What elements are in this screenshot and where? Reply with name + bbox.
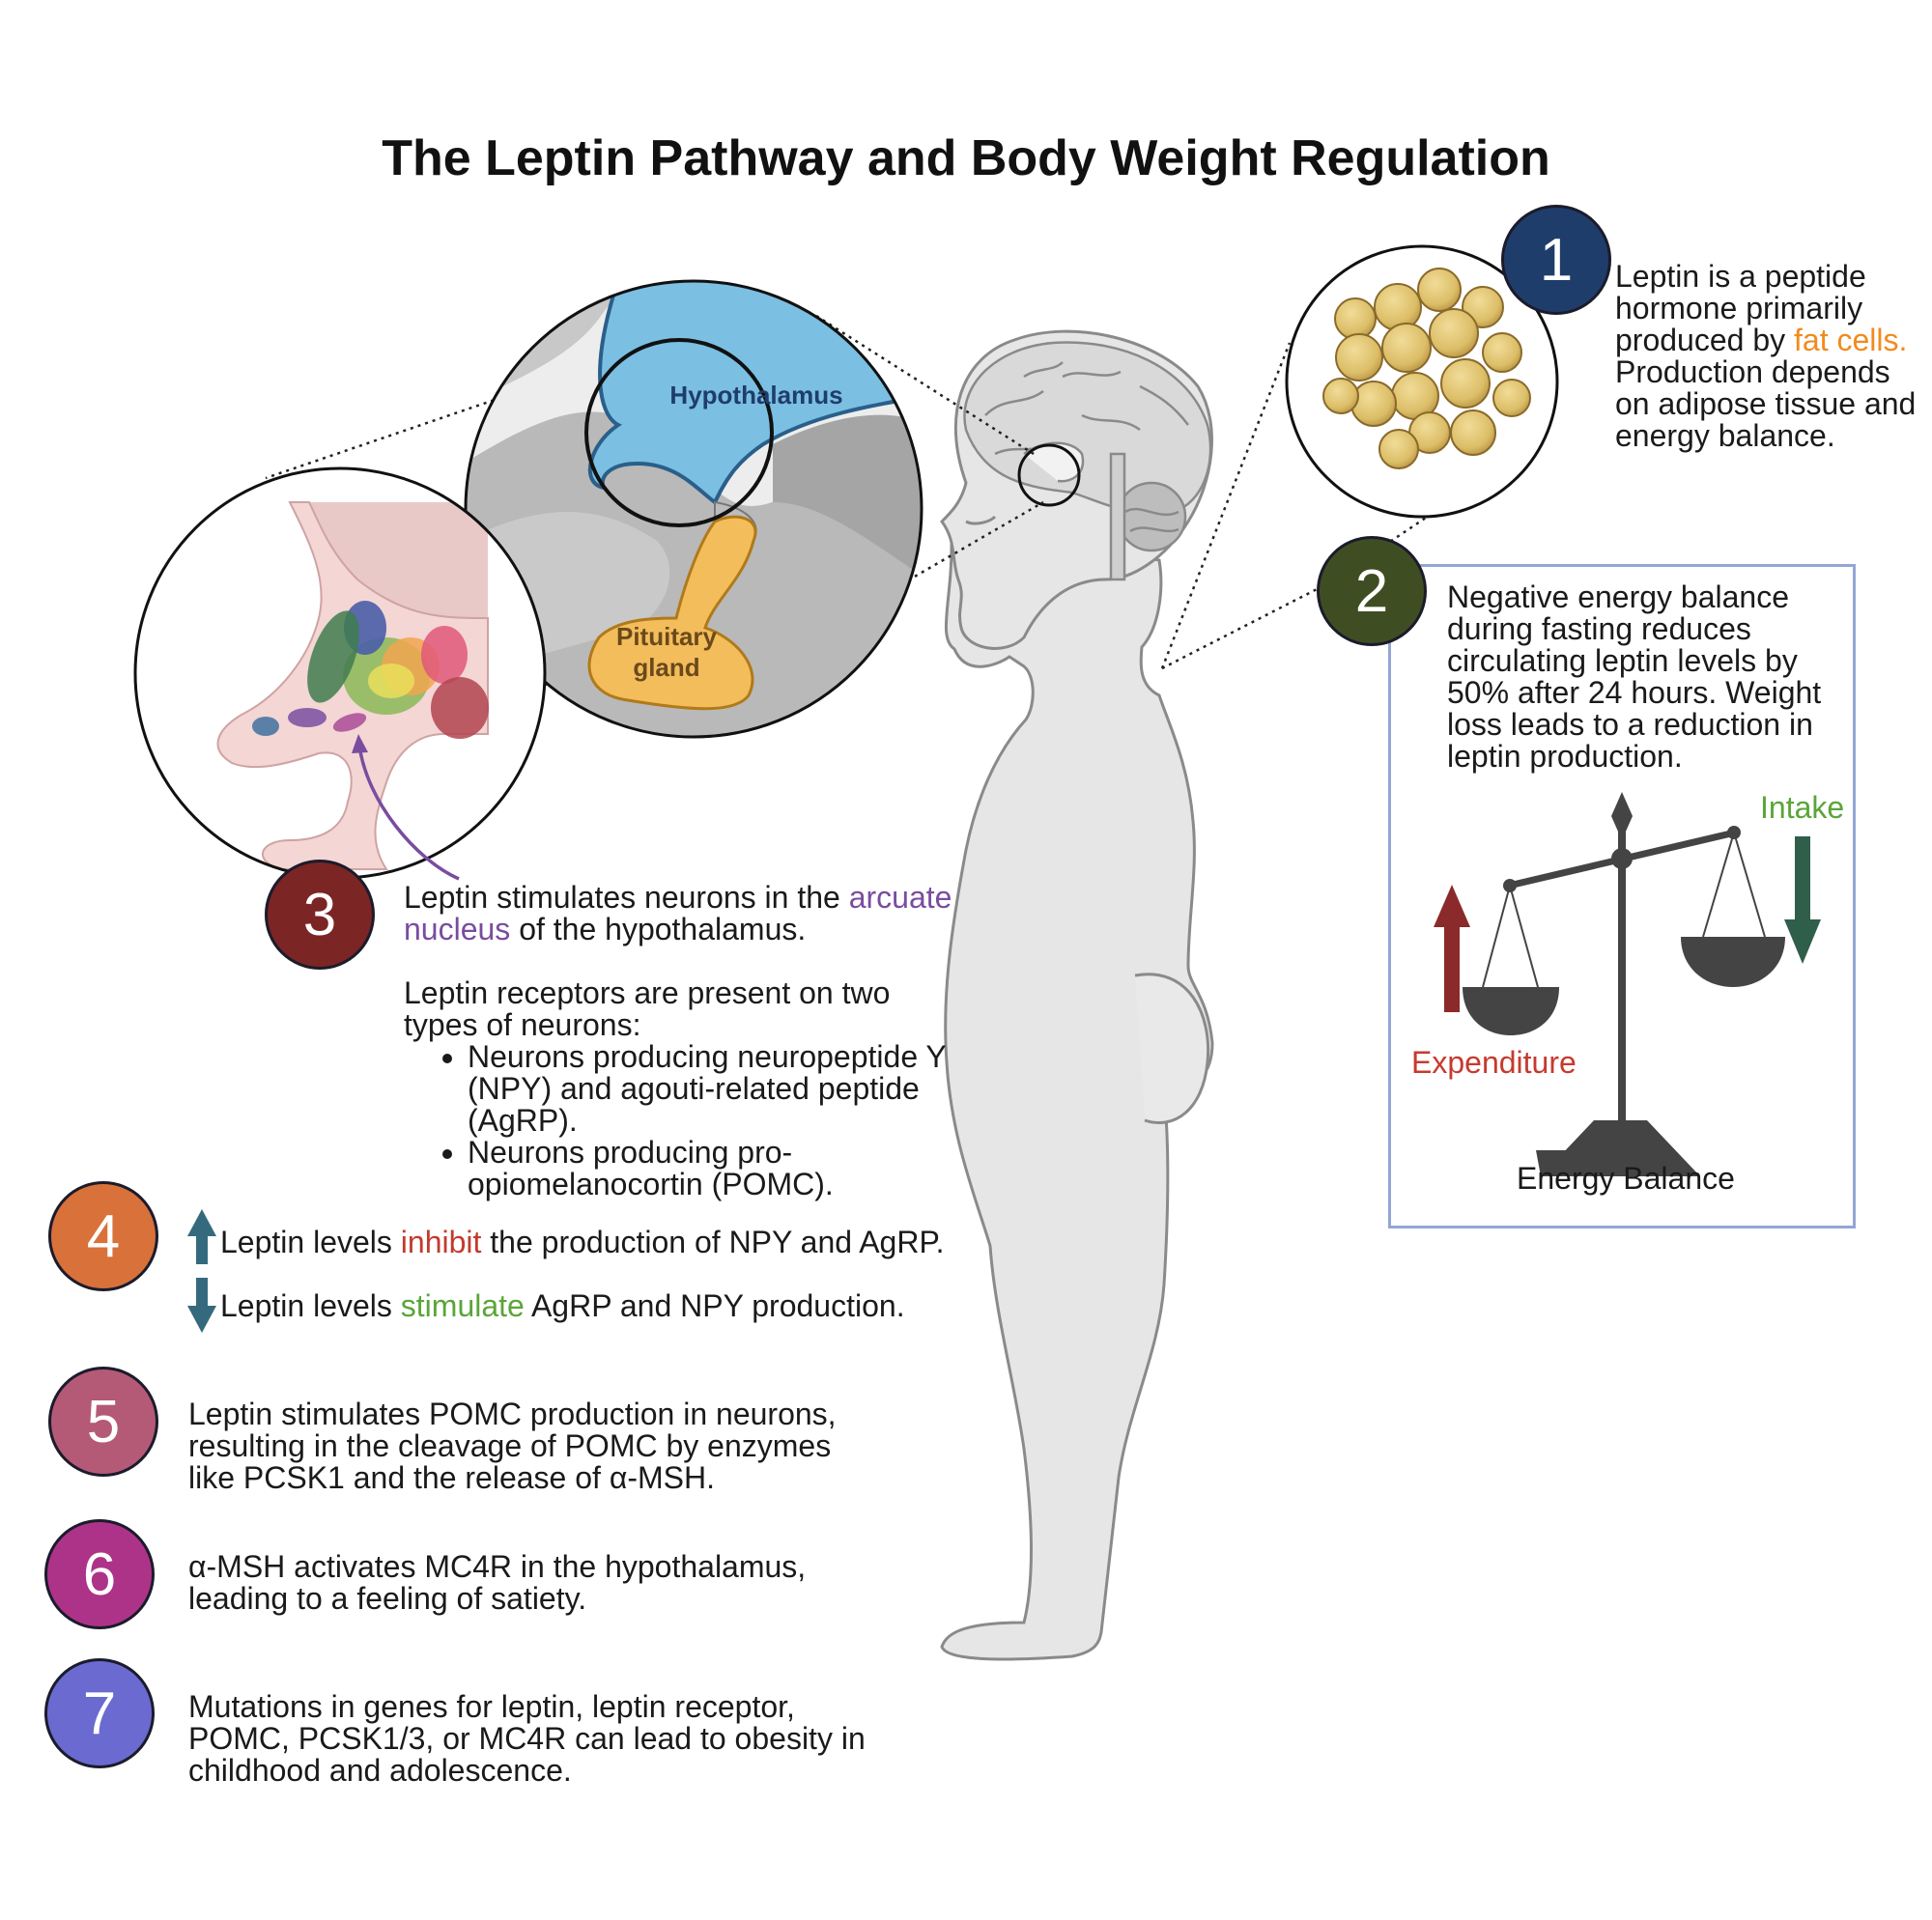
step-7-badge: 7: [44, 1658, 155, 1768]
brain-focus-circle: [1017, 443, 1081, 507]
step-2-text: Negative energy balance during fasting r…: [1447, 579, 1822, 774]
pituitary-label-line2: gland: [633, 653, 699, 682]
step-7-number: 7: [82, 1680, 117, 1747]
step-5-badge: 5: [48, 1367, 158, 1477]
arrow-up-icon: [187, 1209, 216, 1264]
step-2-number: 2: [1354, 557, 1389, 625]
stimulate-highlight: stimulate: [400, 1288, 525, 1323]
step-1-text-a: Leptin is a peptide hormone primarily pr…: [1615, 259, 1866, 357]
neuron-type-item: Neurons producing pro-opiomelanocortin (…: [468, 1137, 970, 1200]
balance-scale: [1434, 792, 1821, 1176]
step-4-badge: 4: [48, 1181, 158, 1291]
step-1-text: Leptin is a peptide hormone primarily pr…: [1615, 261, 1929, 452]
step-6-badge: 6: [44, 1519, 155, 1629]
inhibit-highlight: inhibit: [400, 1225, 482, 1259]
page-title: The Leptin Pathway and Body Weight Regul…: [382, 130, 1550, 186]
step-4-line1-b: the production of NPY and AgRP.: [481, 1225, 945, 1259]
step-4-line2-b: AgRP and NPY production.: [524, 1288, 905, 1323]
step-4-line1-a: Leptin levels: [220, 1225, 401, 1259]
neuron-type-list: Neurons producing neuropeptide Y (NPY) a…: [404, 1041, 970, 1200]
energy-balance-caption: Energy Balance: [1517, 1161, 1735, 1196]
step-3-line1: Leptin stimulates neurons in the arcuate…: [404, 882, 964, 946]
step-5-text: Leptin stimulates POMC production in neu…: [188, 1397, 837, 1495]
step-3-badge: 3: [265, 860, 375, 970]
step-7-text: Mutations in genes for leptin, leptin re…: [188, 1689, 866, 1788]
expenditure-label: Expenditure: [1411, 1045, 1577, 1080]
arrow-down-icon: [187, 1278, 216, 1333]
adipocytes: [1322, 268, 1531, 469]
step-2-badge: 2: [1317, 536, 1427, 646]
hypothalamus-label: Hypothalamus: [669, 381, 842, 409]
step-4-line2: Leptin levels stimulate AgRP and NPY pro…: [220, 1290, 905, 1322]
fat-cells-highlight: fat cells.: [1794, 323, 1908, 357]
step-3-text-b: of the hypothalamus.: [510, 912, 807, 946]
step-5-number: 5: [86, 1388, 121, 1455]
step-4-number: 4: [86, 1202, 121, 1270]
step-4-line1: Leptin levels inhibit the production of …: [220, 1227, 945, 1258]
step-6-text: α-MSH activates MC4R in the hypothalamus…: [188, 1549, 807, 1616]
step-3-number: 3: [302, 881, 337, 948]
intake-label: Intake: [1760, 790, 1845, 825]
arcuate-closeup: [135, 468, 545, 878]
step-1-number: 1: [1539, 226, 1574, 294]
pituitary-label-line1: Pituitary: [616, 622, 718, 651]
step-3-text-a: Leptin stimulates neurons in the: [404, 880, 849, 915]
intake-down-arrow: [1784, 836, 1821, 964]
arcuate-nucleus-highlight: arcuate nucleus: [404, 880, 952, 946]
step-3-text: Leptin stimulates neurons in the arcuate…: [404, 882, 964, 1200]
arcuate-pointer-arrow: [357, 745, 460, 881]
step-4-line2-a: Leptin levels: [220, 1288, 401, 1323]
expenditure-up-arrow: [1434, 885, 1470, 1012]
step-1-badge: 1: [1501, 205, 1611, 315]
energy-balance-panel: [1388, 564, 1856, 1228]
step-6-number: 6: [82, 1540, 117, 1608]
step-3-para2: Leptin receptors are present on two type…: [404, 975, 891, 1042]
neuron-type-item: Neurons producing neuropeptide Y (NPY) a…: [468, 1041, 970, 1137]
fat-cells-closeup: [1287, 246, 1557, 517]
brain: [963, 341, 1212, 581]
step-1-text-b: Production depends on adipose tissue and…: [1615, 354, 1917, 453]
